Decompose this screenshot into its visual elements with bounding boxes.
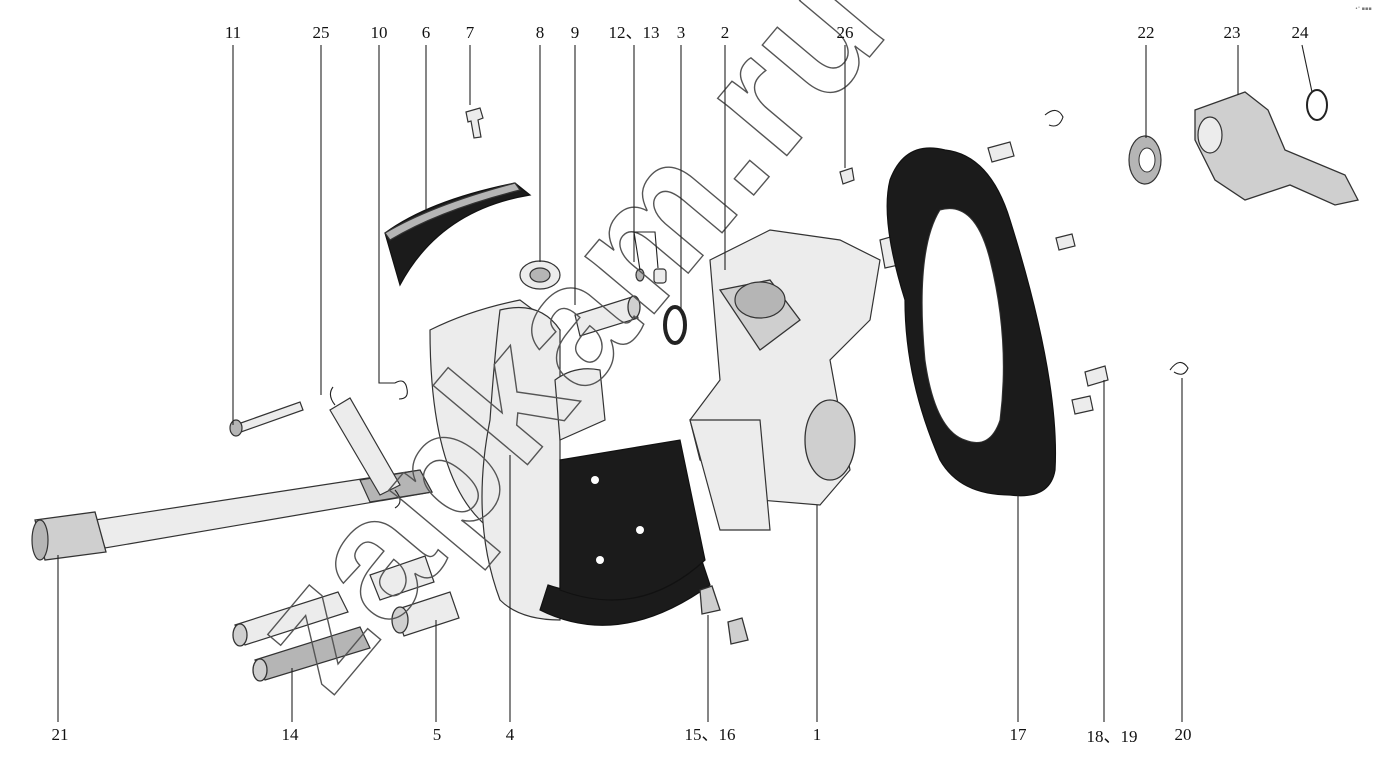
part-1-2-brake-housing <box>689 229 921 531</box>
callout-labels-top: 11 25 10 6 7 8 9 12、13 3 2 26 22 23 24 <box>225 23 1309 42</box>
callout-23: 23 <box>1224 23 1241 42</box>
callout-6: 6 <box>422 23 431 42</box>
part-11-pin <box>229 401 304 437</box>
part-7-rivet <box>465 107 484 139</box>
part-14-sleeves <box>232 591 371 682</box>
callout-26: 26 <box>837 23 854 42</box>
callout-25: 25 <box>313 23 330 42</box>
part-20-clip <box>1169 361 1189 375</box>
part-5-bushings <box>369 555 460 637</box>
callout-8: 8 <box>536 23 545 42</box>
callout-labels-bottom: 21 14 5 4 15、16 1 17 18、19 20 <box>52 725 1192 746</box>
callout-2: 2 <box>721 23 730 42</box>
part-9-pin <box>574 295 641 337</box>
callout-15-16: 15、16 <box>685 725 736 744</box>
callout-20: 20 <box>1175 725 1192 744</box>
callout-12-13: 12、13 <box>609 23 660 42</box>
callout-5: 5 <box>433 725 442 744</box>
part-6-brake-lining <box>384 182 532 287</box>
part-10-clip <box>394 380 408 400</box>
callout-3: 3 <box>677 23 686 42</box>
part-15-16-nuts <box>699 585 749 645</box>
part-24-ring <box>1306 89 1328 121</box>
callout-14: 14 <box>282 725 300 744</box>
part-3-seal-ring <box>663 305 687 345</box>
callout-24: 24 <box>1292 23 1310 42</box>
callout-10: 10 <box>371 23 388 42</box>
part-26-screw <box>839 167 855 185</box>
part-25-spring <box>329 386 401 509</box>
callout-21: 21 <box>52 725 69 744</box>
part-22-washer <box>1128 135 1162 185</box>
callout-22: 22 <box>1138 23 1155 42</box>
callout-18-19: 18、19 <box>1087 727 1138 746</box>
leader-lines <box>57 44 1313 722</box>
corner-mark: •ᵒ ▪▪▪ <box>1355 6 1372 12</box>
callout-4: 4 <box>506 725 515 744</box>
part-17-backing-plate <box>886 147 1057 497</box>
callout-7: 7 <box>466 23 475 42</box>
callout-9: 9 <box>571 23 580 42</box>
part-4-brake-shoe <box>429 299 711 626</box>
callout-1: 1 <box>813 725 822 744</box>
callout-17: 17 <box>1010 725 1028 744</box>
callout-11: 11 <box>225 23 241 42</box>
part-bolts <box>987 109 1109 415</box>
part-23-lever-arm <box>1194 91 1359 206</box>
